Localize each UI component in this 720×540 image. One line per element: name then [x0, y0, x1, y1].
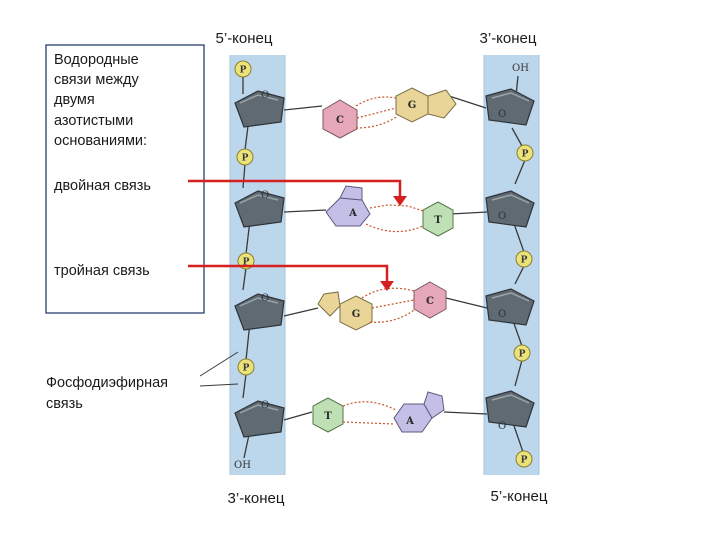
svg-text:O: O — [261, 190, 269, 201]
svg-text:T: T — [324, 411, 332, 422]
phosphate-icon — [513, 344, 531, 362]
left-phosphates: P P P P — [234, 60, 255, 376]
legend-box — [45, 44, 205, 314]
svg-text:O: O — [261, 293, 269, 304]
svg-text:P: P — [519, 350, 526, 360]
phosphodiester-pointer — [199, 351, 239, 387]
svg-text:связи между: связи между — [54, 72, 139, 88]
svg-text:P: P — [242, 154, 249, 164]
base-pair-1: C G — [322, 87, 457, 139]
hydroxyl-top-right: OH — [512, 63, 529, 74]
svg-text:азотистыми: азотистыми — [54, 113, 133, 129]
svg-text:G: G — [408, 100, 417, 111]
base-links — [283, 95, 488, 421]
svg-text:O: O — [498, 211, 506, 222]
hydroxyl-bottom-left: OH — [234, 460, 251, 471]
svg-text:P: P — [243, 364, 250, 374]
right-sugars: O O O O — [485, 88, 535, 432]
base-pair-2: A T — [325, 185, 454, 237]
svg-text:O: O — [498, 109, 506, 120]
label-5-end-top: 5’-конец — [216, 30, 273, 47]
label-3-end-top: 3’-конец — [480, 30, 537, 47]
label-5-end-bottom: 5’-конец — [491, 488, 548, 505]
svg-text:основаниями:: основаниями: — [54, 133, 147, 149]
base-pair-3: G C — [317, 281, 447, 331]
double-bond-arrow — [188, 179, 407, 206]
svg-text:A: A — [348, 208, 357, 219]
svg-text:двумя: двумя — [54, 92, 95, 108]
phosphate-icon — [515, 250, 533, 268]
svg-text:Водородные: Водородные — [54, 52, 139, 68]
svg-text:O: O — [261, 90, 269, 101]
double-bond-label: двойная связь — [54, 178, 151, 194]
svg-text:O: O — [498, 309, 506, 320]
phosphate-icon — [234, 60, 252, 78]
svg-text:T: T — [434, 215, 442, 226]
svg-text:P: P — [521, 256, 528, 266]
phosphodiester-label-line-1: Фосфодиэфирная — [46, 375, 168, 391]
phosphate-icon — [516, 144, 534, 162]
svg-text:O: O — [498, 421, 506, 432]
svg-text:C: C — [426, 296, 434, 307]
phosphodiester-label-line-2: связь — [46, 396, 83, 412]
triple-bond-label: тройная связь — [54, 263, 150, 279]
svg-text:P: P — [243, 258, 250, 268]
svg-text:P: P — [240, 66, 247, 76]
left-sugars: O O O O — [234, 90, 285, 438]
svg-text:G: G — [352, 309, 361, 320]
right-phosphates: P P P P — [513, 144, 534, 468]
phosphate-icon — [237, 358, 255, 376]
triple-bond-arrow — [188, 264, 394, 291]
label-3-end-bottom: 3’-конец — [228, 490, 285, 507]
svg-text:A: A — [405, 416, 414, 427]
svg-text:O: O — [261, 400, 269, 411]
phosphate-icon — [236, 148, 254, 166]
svg-text:P: P — [522, 150, 529, 160]
phosphate-icon — [515, 450, 533, 468]
legend-title: Водородные связи между двумя азотистыми … — [54, 52, 147, 149]
svg-text:C: C — [336, 115, 344, 126]
base-pair-4: T A — [312, 391, 445, 433]
svg-text:P: P — [521, 456, 528, 466]
